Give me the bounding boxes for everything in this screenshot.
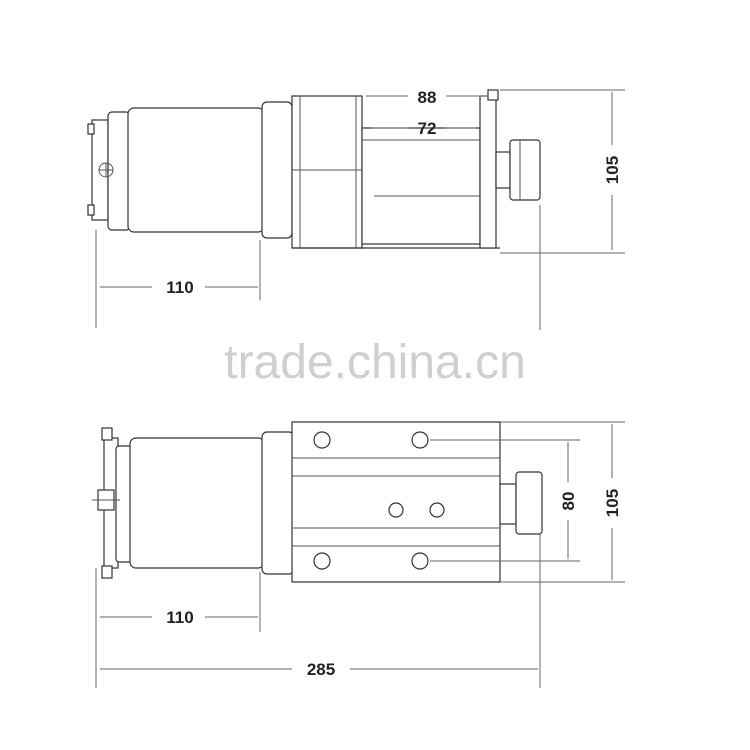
top-end-bracket bbox=[479, 95, 497, 249]
mount-hole bbox=[388, 502, 404, 518]
mount-hole bbox=[411, 552, 429, 570]
bottom-base-plate bbox=[291, 421, 501, 583]
bottom-motor-body bbox=[129, 437, 265, 569]
top-view: 88 72 110 105 bbox=[87, 88, 625, 330]
mount-hole bbox=[411, 431, 429, 449]
top-clutch-knob bbox=[509, 139, 541, 201]
mount-hole bbox=[313, 552, 331, 570]
top-dim-105: 105 bbox=[603, 156, 622, 184]
top-gear-housing bbox=[291, 95, 363, 249]
top-motor-body bbox=[127, 107, 265, 233]
watermark-text: trade.china.cn bbox=[224, 336, 526, 389]
bottom-view: 80 105 110 285 bbox=[92, 421, 625, 688]
bottom-dim-105: 105 bbox=[603, 489, 622, 517]
bottom-clutch-knob bbox=[515, 471, 543, 535]
bottom-dim-80: 80 bbox=[559, 492, 578, 511]
mount-hole bbox=[429, 502, 445, 518]
top-drum bbox=[361, 127, 481, 245]
bottom-dim-110: 110 bbox=[166, 608, 193, 627]
bottom-dim-285: 285 bbox=[307, 660, 335, 679]
top-dim-110: 110 bbox=[166, 278, 193, 297]
mount-hole bbox=[313, 431, 331, 449]
top-dim-72: 72 bbox=[418, 119, 437, 138]
top-dim-88: 88 bbox=[418, 88, 437, 107]
